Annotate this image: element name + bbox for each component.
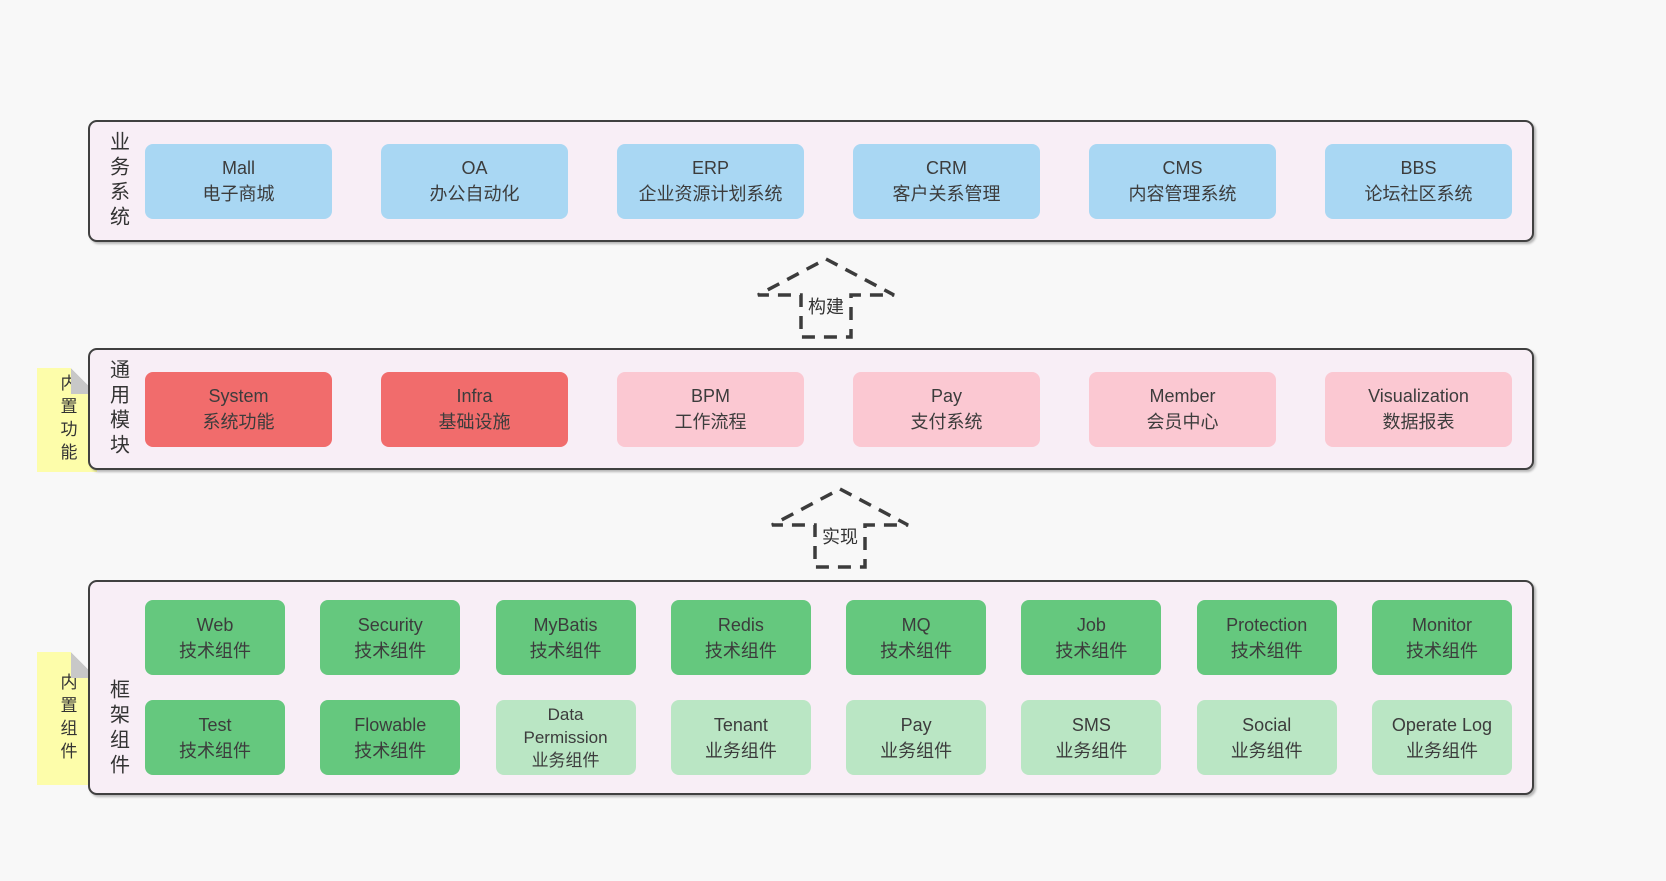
box-job: Job 技术组件 — [1021, 600, 1162, 675]
box-system: System 系统功能 — [145, 371, 332, 447]
arrow-build: 构建 — [751, 256, 901, 340]
box-social: Social 业务组件 — [1196, 700, 1337, 775]
box-test: Test 技术组件 — [145, 700, 285, 775]
box-operate-log: Operate Log 业务组件 — [1371, 700, 1512, 775]
box-infra: Infra 基础设施 — [381, 371, 568, 447]
arrow-implement: 实现 — [765, 486, 915, 570]
box-security: Security 技术组件 — [320, 600, 461, 675]
box-crm: CRM 客户关系管理 — [853, 143, 1040, 219]
up-arrow-icon — [757, 257, 895, 339]
box-oa: OA 办公自动化 — [381, 143, 568, 219]
framework-components-panel: 框架组件 Web 技术组件 Security 技术组件 MyBatis 技术组件… — [88, 580, 1534, 795]
business-boxes-row: Mall 电子商城 OA 办公自动化 ERP 企业资源计划系统 CRM 客户关系… — [145, 122, 1532, 240]
box-tenant: Tenant 业务组件 — [670, 700, 811, 775]
panel-label-components: 框架组件 — [106, 679, 129, 779]
box-bpm: BPM 工作流程 — [617, 371, 804, 447]
box-member: Member 会员中心 — [1089, 371, 1276, 447]
up-arrow-icon — [771, 487, 909, 569]
box-sms: SMS 业务组件 — [1021, 700, 1162, 775]
panel-label-business: 业务系统 — [106, 131, 129, 231]
components-row-2: Test 技术组件 Flowable 技术组件 Data Permission … — [145, 700, 1512, 775]
box-pay-component: Pay 业务组件 — [846, 700, 987, 775]
business-systems-panel: 业务系统 Mall 电子商城 OA 办公自动化 ERP 企业资源计划系统 CRM… — [88, 120, 1534, 242]
panel-label-modules: 通用模块 — [106, 359, 129, 459]
box-flowable: Flowable 技术组件 — [320, 700, 461, 775]
box-protection: Protection 技术组件 — [1196, 600, 1337, 675]
sticky-note-label: 内置组件 — [57, 672, 77, 765]
common-modules-panel: 通用模块 System 系统功能 Infra 基础设施 BPM 工作流程 Pay… — [88, 348, 1534, 470]
box-visualization: Visualization 数据报表 — [1325, 371, 1512, 447]
box-pay-module: Pay 支付系统 — [853, 371, 1040, 447]
modules-boxes-row: System 系统功能 Infra 基础设施 BPM 工作流程 Pay 支付系统… — [145, 350, 1532, 468]
sticky-note-label: 内置功能 — [57, 374, 77, 466]
box-mybatis: MyBatis 技术组件 — [495, 600, 636, 675]
components-row-1: Web 技术组件 Security 技术组件 MyBatis 技术组件 Redi… — [145, 600, 1512, 675]
arrow-implement-label: 实现 — [819, 522, 861, 550]
box-mq: MQ 技术组件 — [846, 600, 987, 675]
box-monitor: Monitor 技术组件 — [1371, 600, 1512, 675]
box-data-permission: Data Permission 业务组件 — [495, 700, 636, 775]
box-redis: Redis 技术组件 — [670, 600, 811, 675]
box-cms: CMS 内容管理系统 — [1089, 143, 1276, 219]
box-mall: Mall 电子商城 — [145, 143, 332, 219]
box-erp: ERP 企业资源计划系统 — [617, 143, 804, 219]
box-web: Web 技术组件 — [145, 600, 285, 675]
components-boxes-grid: Web 技术组件 Security 技术组件 MyBatis 技术组件 Redi… — [145, 582, 1532, 793]
box-bbs: BBS 论坛社区系统 — [1325, 143, 1512, 219]
arrow-build-label: 构建 — [805, 292, 847, 320]
